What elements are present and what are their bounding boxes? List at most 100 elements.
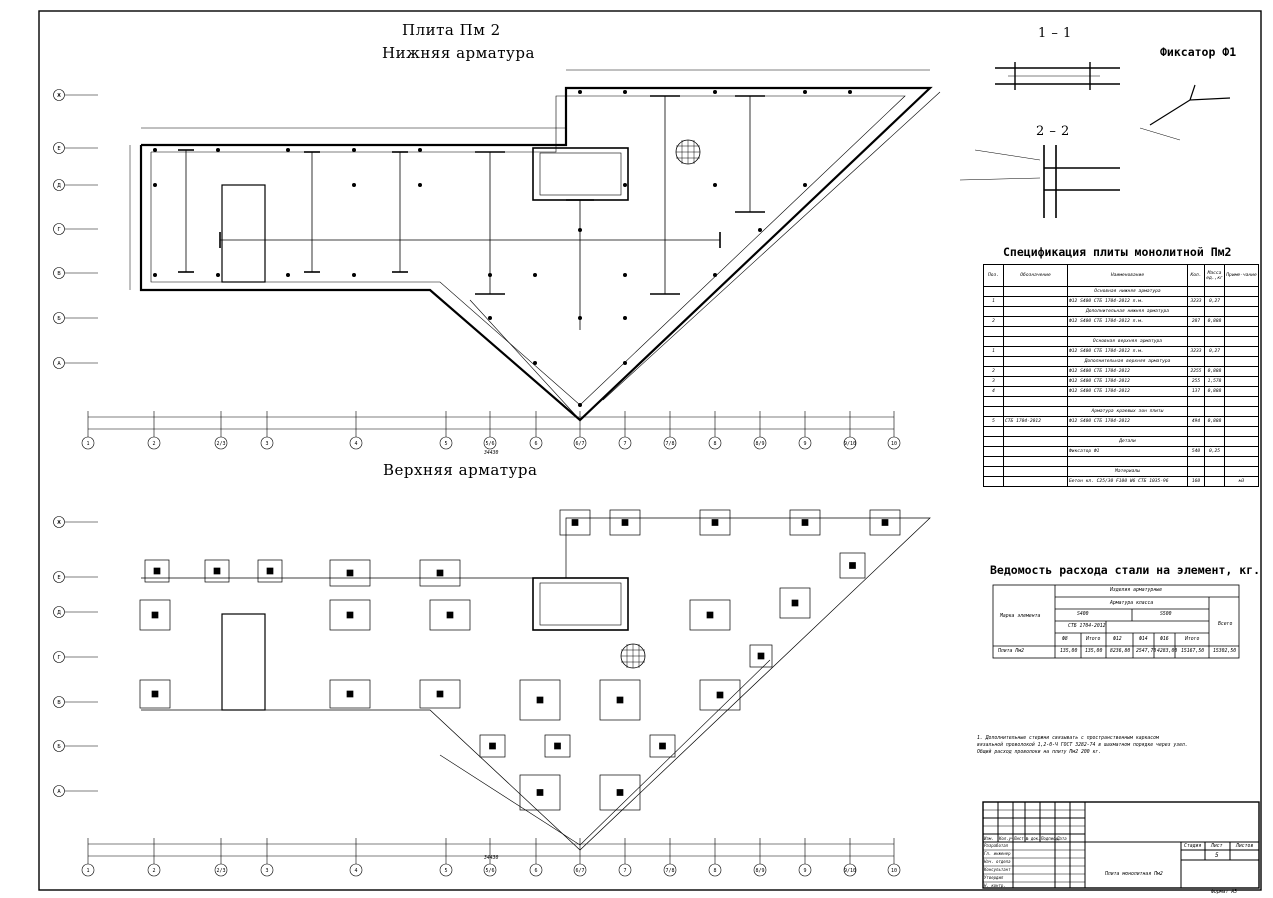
spec-cell-note [1224,366,1259,377]
stamp-stage: Стадия [1184,844,1202,849]
cage-column [571,519,579,526]
spec-cell-note [1224,336,1259,347]
rebar-cage [419,559,461,587]
rebar-point [713,273,717,277]
stamp-role: Разработал [984,843,1009,848]
spec-cell-note [1224,286,1259,297]
stamp-role: Консультант [984,867,1011,872]
col-axis-bubble [529,436,543,450]
rebar-cage [204,559,230,583]
col-axis-label: 5/6 [485,868,494,874]
row-axis-bubble [53,312,65,324]
stamp-header: Подпись [1041,836,1058,841]
col-axis-label: 3 [265,868,268,874]
rebar-cage [749,644,773,668]
row-axis-label: А [57,361,61,367]
row-axis-bubble [53,606,65,618]
steel-table-grid [992,584,1240,659]
spec-row [983,426,1259,437]
rebar-point [758,228,762,232]
steel-cell: 2547,70 [1136,649,1157,654]
steel-h-std: СТБ 1704-2012 [1068,624,1106,629]
rebar-cage [479,734,506,758]
rebar-cage [419,679,461,709]
note-line3: Общий расход проволоки на плиту Пм2 200 … [977,750,1102,755]
spec-cell-desig [1003,346,1068,357]
cage-column [659,742,666,750]
spec-cell-note [1224,466,1259,477]
note-line1: 1. Дополнительные стержни связывать с пр… [977,736,1159,741]
cage-column [346,690,354,698]
col-axis-label: 4 [354,441,357,447]
spec-cell-pos [983,286,1004,297]
spec-cell-qty: 494 [1187,416,1205,427]
spec-cell-qty [1187,426,1205,437]
spec-cell-mass [1204,306,1225,317]
row-axis-bubble [53,267,65,279]
stamp-role: Н. контр. [984,883,1006,888]
row-axis-label: Е [57,146,60,152]
spec-cell-desig [1003,356,1068,367]
spec-cell-desig [1003,336,1068,347]
fixator-detail [1139,84,1231,141]
col-axis-bubble [214,436,228,450]
cage-column [616,696,624,704]
col-axis-bubble [483,436,497,450]
spec-cell-note [1224,396,1259,407]
col-axis-bubble [843,436,857,450]
spec-cell-name: Ф12 S400 СТБ 1704-2012 п.м. [1067,316,1188,327]
rebar-cage [599,679,641,721]
row-axis-bubble [53,89,65,101]
row-axis-bubble [53,142,65,154]
spec-row: Основная нижняя арматура [983,286,1259,297]
row-axis-label: Е [57,575,60,581]
spec-cell-desig [1003,436,1068,447]
spec-cell-qty: 3233 [1187,346,1205,357]
stamp-header: Лист [1014,836,1024,841]
spec-cell-name [1067,456,1188,467]
spec-h-mass: Масса ед.,кг [1204,264,1225,287]
spec-cell-pos: 4 [983,386,1004,397]
col-axis-bubble [147,436,161,450]
steel-subheader: Ф16 [1160,637,1169,642]
col-axis-label: 6/7 [575,441,584,447]
col-axis-bubble [887,863,901,877]
rebar-cage [329,559,371,587]
spec-cell-desig [1003,326,1068,337]
steel-h-products: Изделия арматурные [1110,588,1162,593]
spec-cell-mass [1204,336,1225,347]
spec-cell-name [1067,426,1188,437]
col-axis-bubble [708,863,722,877]
col-axis-bubble [618,436,632,450]
spec-cell-mass: 0,27 [1204,346,1225,357]
spec-cell-name: Детали [1067,436,1188,447]
col-axis-label: 6 [534,441,537,447]
spec-cell-mass: 0,27 [1204,296,1225,307]
spec-cell-mass [1204,356,1225,367]
spec-cell-qty: 137 [1187,386,1205,397]
section-1-1-title: 1 – 1 [1038,26,1072,41]
spec-cell-pos [983,306,1004,317]
spec-cell-qty [1187,406,1205,417]
cage-column [621,519,629,526]
steel-title: Ведомость расхода стали на элемент, кг. [990,563,1261,577]
total-dim-upper: 34430 [484,856,499,861]
spec-cell-note [1224,356,1259,367]
spec-cell-pos [983,426,1004,437]
row-axis-label: А [57,789,61,795]
row-axis-bubble [53,571,65,583]
row-axis-label: Д [57,183,61,189]
row-axis-label: В [57,271,61,277]
title-block-grid [982,801,1260,889]
spec-cell-qty: 255 [1187,376,1205,387]
steel-cell: 135,00 [1085,649,1103,654]
spec-cell-note [1224,426,1259,437]
stamp-header: № док. [1026,836,1041,841]
spec-cell-pos: 1 [983,296,1004,307]
upper-title: Верхняя арматура [383,461,538,479]
spec-cell-pos: 1 [983,346,1004,357]
rebar-point [153,273,157,277]
